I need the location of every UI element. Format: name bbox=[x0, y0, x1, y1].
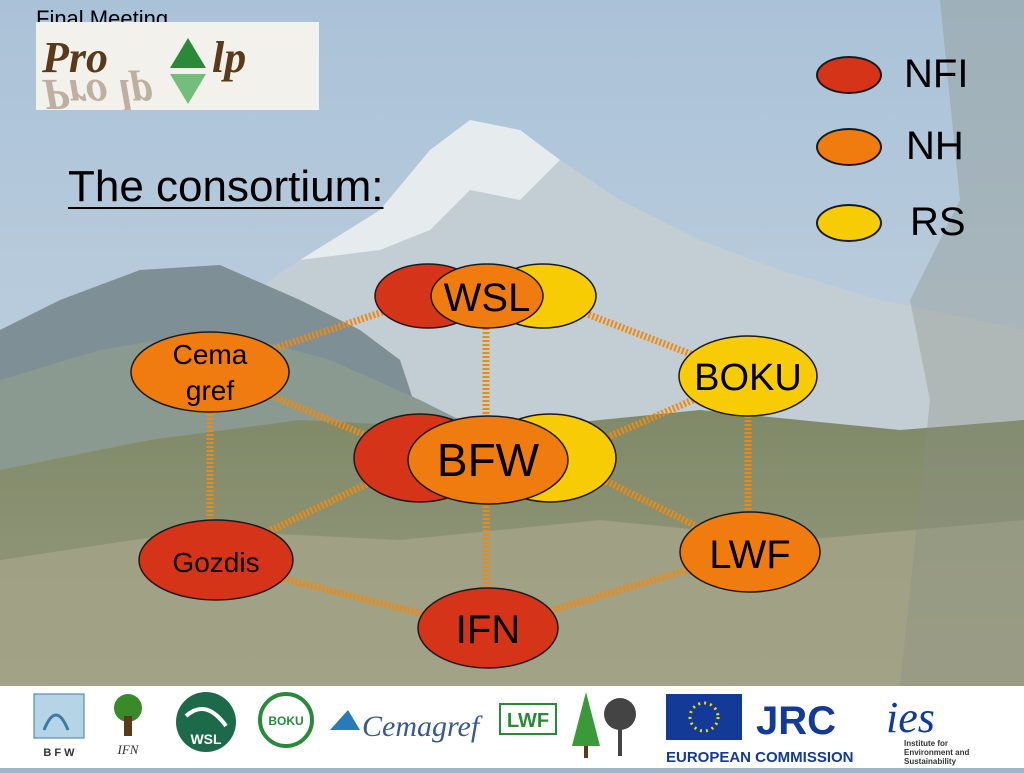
legend-nh-label: NH bbox=[906, 124, 964, 168]
node-boku: BOKU bbox=[678, 335, 818, 417]
jrc-european-commission-logo: JRC EUROPEAN COMMISSION bbox=[666, 694, 854, 766]
svg-text:ies: ies bbox=[886, 693, 935, 742]
link-lwf-bfw bbox=[558, 454, 750, 556]
node-gozdis-label: Gozdis bbox=[172, 547, 259, 578]
node-lwf-label: LWF bbox=[709, 533, 790, 577]
bfw-logo: B F W bbox=[33, 693, 85, 759]
svg-text:Institute for: Institute for bbox=[904, 739, 948, 748]
page-title: The consortium: bbox=[68, 162, 384, 211]
svg-text:JRC: JRC bbox=[756, 699, 836, 743]
wsl-logo: WSL bbox=[176, 692, 236, 752]
svg-text:Environment and: Environment and bbox=[904, 748, 969, 757]
legend-rs-oval bbox=[816, 204, 882, 242]
node-cemagref-label-line1: Cema bbox=[173, 339, 248, 370]
cemagref-logo: Cemagref bbox=[330, 710, 483, 743]
legend-nfi-label: NFI bbox=[904, 52, 969, 96]
node-ifn-label: IFN bbox=[456, 608, 520, 652]
legend-nfi-oval bbox=[816, 56, 882, 94]
partner-logos-footer: B F W IFN WSL BOKU Cemagref LWF bbox=[0, 686, 1024, 768]
svg-text:IFN: IFN bbox=[117, 742, 140, 757]
node-wsl-label: WSL bbox=[444, 276, 531, 320]
svg-text:Cemagref: Cemagref bbox=[362, 710, 483, 743]
svg-text:WSL: WSL bbox=[190, 731, 222, 747]
svg-text:BOKU: BOKU bbox=[268, 714, 303, 728]
node-cemagref: Cema gref bbox=[130, 331, 290, 413]
svg-text:lp: lp bbox=[212, 33, 246, 82]
node-wsl: WSL bbox=[374, 263, 597, 329]
ies-logo: ies Institute for Environment and Sustai… bbox=[886, 693, 969, 766]
legend-nh-oval bbox=[816, 128, 882, 166]
legend-rs-label: RS bbox=[910, 200, 966, 244]
trees-logo bbox=[572, 692, 636, 758]
node-bfw: BFW bbox=[353, 413, 617, 505]
ifn-logo: IFN bbox=[114, 694, 142, 757]
node-boku-label: BOKU bbox=[694, 357, 802, 399]
node-gozdis: Gozdis bbox=[138, 519, 294, 601]
consortium-network-diagram: WSL Cema gref BOKU BFW Gozdis LWF IFN bbox=[130, 263, 821, 669]
boku-logo: BOKU bbox=[258, 692, 314, 748]
node-ifn: IFN bbox=[417, 587, 559, 669]
svg-text:EUROPEAN COMMISSION: EUROPEAN COMMISSION bbox=[666, 749, 854, 766]
link-gozdis-bfw bbox=[208, 454, 422, 564]
svg-text:B F W: B F W bbox=[43, 747, 75, 759]
svg-text:Sustainability: Sustainability bbox=[904, 757, 957, 766]
svg-text:Pro: Pro bbox=[41, 33, 108, 82]
lwf-logo: LWF bbox=[499, 703, 557, 735]
node-bfw-label: BFW bbox=[437, 434, 540, 486]
svg-text:LWF: LWF bbox=[507, 710, 549, 732]
node-cemagref-label-line2: gref bbox=[186, 375, 234, 406]
node-lwf: LWF bbox=[679, 511, 821, 593]
